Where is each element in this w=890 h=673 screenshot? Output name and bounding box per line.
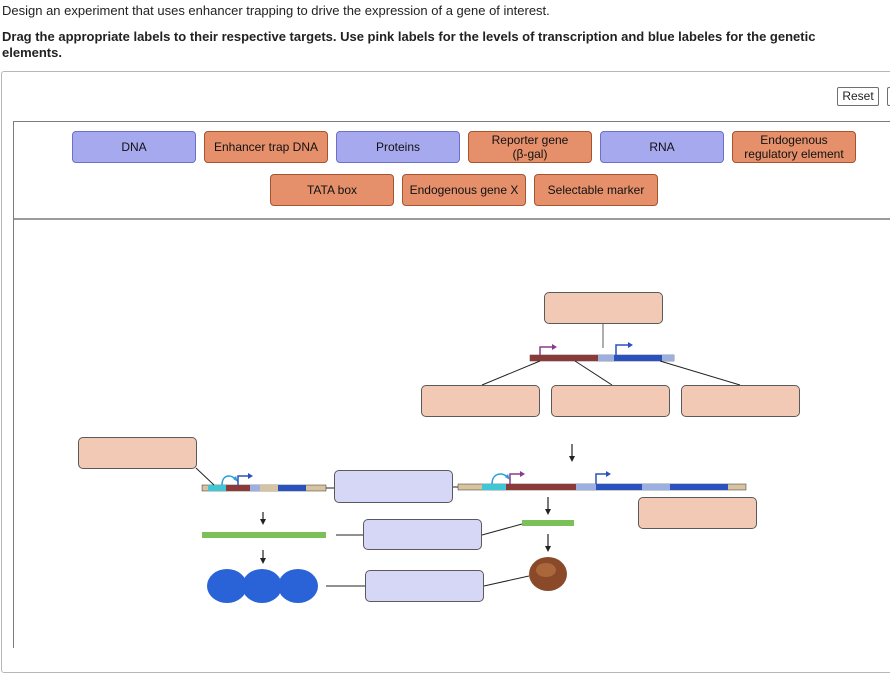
label-endogenous-regulatory-element[interactable]: Endogenous regulatory element [732, 131, 856, 163]
instruction-text: Drag the appropriate labels to their res… [2, 29, 816, 60]
label-enhancer-trap-dna[interactable]: Enhancer trap DNA [204, 131, 328, 163]
label-dna[interactable]: DNA [72, 131, 196, 163]
right-genome-construct [457, 471, 747, 491]
target-pink-2[interactable] [421, 385, 540, 417]
enhancer-curve-arrow-icon [221, 475, 237, 486]
target-pink-5[interactable] [78, 437, 197, 469]
label-tata-box[interactable]: TATA box [270, 174, 394, 206]
label-selectable-marker[interactable]: Selectable marker [534, 174, 658, 206]
protein-beta-gal-icon [207, 569, 318, 603]
target-pink-1[interactable] [544, 292, 663, 324]
left-genome-construct [201, 473, 327, 492]
label-bank [13, 121, 890, 220]
label-endogenous-gene-x[interactable]: Endogenous gene X [402, 174, 526, 206]
enhancer-trap-construct [529, 342, 675, 362]
target-blue-1[interactable] [334, 470, 453, 503]
diagram-area-border [13, 218, 14, 648]
promoter-arrow-icon [615, 344, 628, 355]
target-blue-2[interactable] [363, 519, 482, 550]
target-pink-4[interactable] [681, 385, 800, 417]
label-rna[interactable]: RNA [600, 131, 724, 163]
help-button[interactable] [887, 87, 890, 106]
enhancer-curve-arrow-icon [491, 473, 509, 485]
target-pink-3[interactable] [551, 385, 670, 417]
question-text: Design an experiment that uses enhancer … [2, 3, 550, 18]
label-proteins[interactable]: Proteins [336, 131, 460, 163]
enhancer-trap-diagram [195, 324, 747, 603]
target-blue-3[interactable] [365, 570, 484, 602]
label-reporter-gene[interactable]: Reporter gene (β-gal) [468, 131, 592, 163]
rna-bar [202, 532, 326, 538]
reset-button[interactable]: Reset [837, 87, 879, 106]
promoter-arrow-icon [539, 346, 552, 355]
rna-bar [522, 520, 574, 526]
target-pink-6[interactable] [638, 497, 757, 529]
